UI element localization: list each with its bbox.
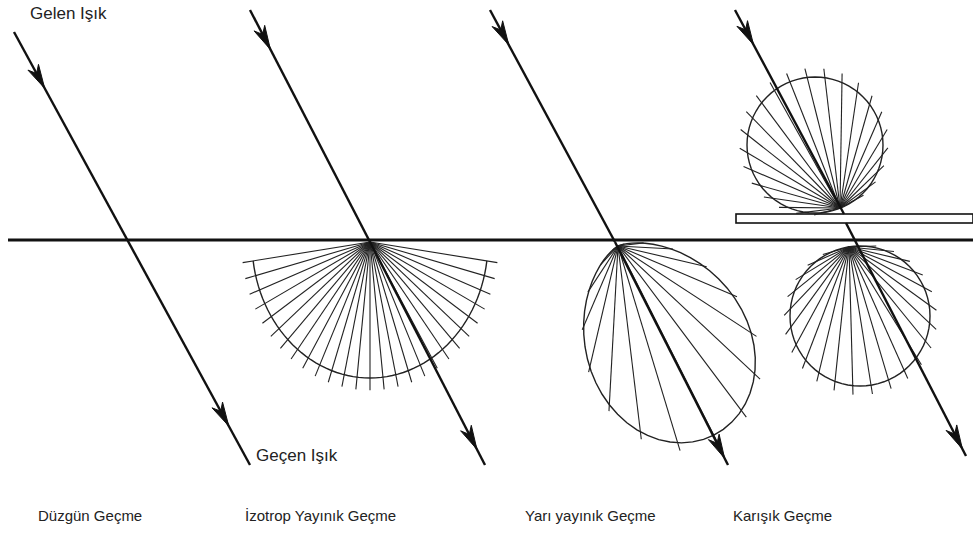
arrowhead	[28, 64, 45, 88]
light-ray	[615, 242, 728, 465]
diffuse-ray	[840, 182, 876, 208]
diffuse-ray	[262, 242, 370, 323]
diffuse-ray	[589, 246, 618, 372]
diffuse-ray	[618, 246, 760, 379]
diffuse-ray	[849, 247, 853, 395]
caption-label: Düzgün Geçme	[38, 507, 142, 524]
diffuse-ray	[840, 195, 864, 208]
diffuse-ray	[370, 242, 460, 348]
arrowhead	[946, 425, 962, 449]
semi-diffuse-distribution	[584, 243, 756, 443]
diffuse-ray	[243, 242, 370, 263]
diffuse-ray	[840, 74, 842, 208]
caption-label: Karışık Geçme	[733, 507, 832, 524]
light-ray	[14, 32, 250, 465]
diffuse-ray	[792, 247, 849, 352]
light-ray	[250, 10, 370, 242]
ray-label: Gelen Işık	[30, 4, 107, 23]
diffuse-ray	[840, 129, 887, 208]
diffuse-ray	[618, 246, 641, 439]
light-ray	[370, 242, 485, 465]
diffuse-ray	[618, 246, 680, 451]
diffuse-ray	[805, 69, 840, 208]
diffuse-ray	[840, 83, 859, 208]
diffuse-ray	[280, 242, 370, 348]
arrowhead	[212, 402, 229, 426]
diffuse-ray	[255, 242, 370, 309]
diffuse-ray	[618, 246, 746, 417]
diffuse-ray	[849, 247, 908, 379]
diffuse-ray	[840, 112, 882, 208]
diffuse-ray	[370, 242, 398, 387]
diffuse-ray	[588, 246, 618, 292]
diffuse-ray	[609, 246, 618, 411]
diffuse-ray	[808, 247, 849, 265]
arrowhead	[708, 434, 724, 458]
label-slot: Karışık Geçme	[733, 507, 832, 525]
diffuse-ray	[582, 246, 618, 330]
diffuse-ray	[245, 242, 370, 279]
arrowhead	[737, 21, 754, 45]
diffuse-ray	[618, 243, 644, 246]
diffuse-ray	[840, 96, 872, 208]
label-slot: Gelen Işık	[30, 4, 107, 24]
surface-line	[8, 239, 973, 242]
diffuse-ray	[786, 247, 849, 334]
caption-label: Yarı yayınık Geçme	[525, 507, 656, 524]
label-slot: Geçen Işık	[256, 446, 337, 466]
diffuse-ray	[370, 242, 425, 376]
light-ray	[490, 10, 615, 242]
diffuse-ray	[752, 183, 840, 208]
diffuse-ray	[250, 242, 370, 294]
ray-label: Geçen Işık	[256, 446, 337, 465]
diffuse-ray	[823, 247, 849, 255]
arrowhead	[492, 21, 509, 45]
plate	[736, 214, 973, 223]
diffuse-ray	[370, 242, 469, 336]
diffuse-ray	[369, 242, 370, 390]
diffuse-ray	[756, 96, 840, 208]
arrowhead	[461, 425, 477, 449]
diffuse-ray	[840, 166, 884, 208]
diffuse-ray	[746, 112, 840, 208]
diffuse-ray	[796, 247, 849, 280]
light-ray	[735, 10, 844, 214]
diffuse-ray	[303, 242, 370, 368]
diffuse-ray	[618, 246, 737, 297]
caption-label: İzotrop Yayınık Geçme	[245, 507, 396, 524]
diffuse-ray	[817, 247, 849, 381]
label-slot: İzotrop Yayınık Geçme	[245, 507, 396, 525]
diffuse-ray	[788, 247, 849, 297]
diffuse-ray	[849, 247, 931, 348]
diffuse-ray	[600, 246, 618, 265]
diffuse-ray	[824, 69, 840, 208]
label-slot: Düzgün Geçme	[38, 507, 142, 525]
diffuse-ray	[796, 208, 840, 213]
light-ray	[846, 223, 966, 456]
arrowhead	[254, 25, 270, 49]
diffuse-ray	[834, 247, 849, 390]
diffuse-ray	[840, 148, 888, 208]
diffuse-ray	[784, 247, 849, 315]
label-slot: Yarı yayınık Geçme	[525, 507, 656, 525]
